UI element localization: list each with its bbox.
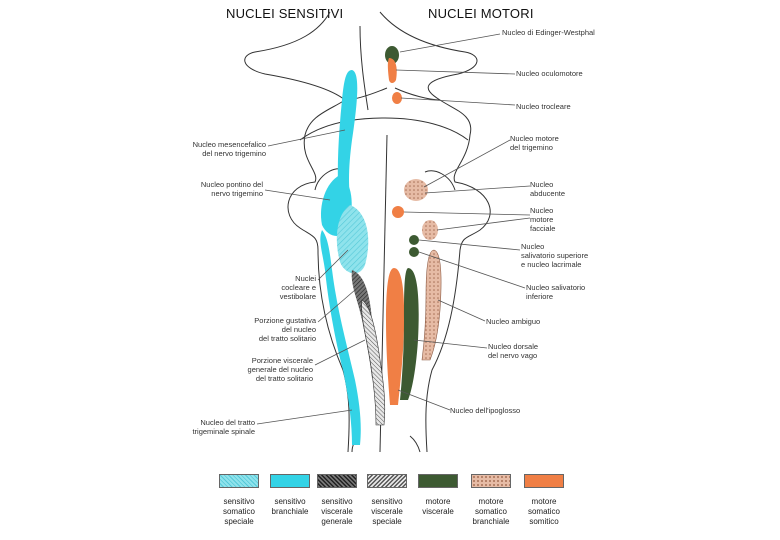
label-spinal-trigeminal: Nucleo del tratto trigeminale spinale bbox=[192, 418, 255, 436]
label-salivatory-inferior: Nucleo salivatorio inferiore bbox=[526, 283, 586, 301]
label-trigeminal-motor: Nucleo motore del trigemino bbox=[510, 134, 559, 152]
label-mesencephalic: Nucleo mesencefalico del nervo trigemino bbox=[192, 140, 266, 158]
legend-label: sensitivo branchiale bbox=[271, 497, 309, 516]
cochlear-vestibular-nuclei bbox=[336, 205, 369, 274]
oculomotor-nucleus bbox=[387, 58, 397, 83]
label-pontine: Nucleo pontino del nervo trigemino bbox=[200, 180, 263, 198]
leader-lines bbox=[256, 33, 531, 425]
legend-label: motore somatico branchiale bbox=[472, 497, 510, 526]
legend-swatch bbox=[219, 474, 259, 488]
legend-special-somatic-sensory: sensitivo somatico speciale bbox=[208, 474, 270, 527]
label-hypoglossal: Nucleo dell'ipoglosso bbox=[450, 406, 521, 415]
legend-visceral-motor: motore viscerale bbox=[407, 474, 469, 517]
header-motor-nuclei: NUCLEI MOTORI bbox=[428, 6, 534, 21]
legend-label: motore viscerale bbox=[422, 497, 454, 516]
label-cochlear-vestibular: Nuclei cocleare e vestibolare bbox=[279, 274, 316, 301]
label-visceral-general: Porzione viscerale generale del nucleo d… bbox=[247, 356, 313, 383]
legend-label: sensitivo viscerale speciale bbox=[371, 497, 403, 526]
legend-branchial-sensory: sensitivo branchiale bbox=[259, 474, 321, 517]
label-edinger-westphal: Nucleo di Edinger-Westphal bbox=[502, 28, 595, 37]
spinal-trigeminal-nucleus bbox=[320, 230, 361, 445]
label-salivatory-superior: Nucleo salivatorio superiore e nucleo la… bbox=[521, 242, 589, 269]
legend-swatch bbox=[367, 474, 407, 488]
mesencephalic-trigeminal-nucleus bbox=[337, 70, 358, 210]
legend-label: motore somatico somitico bbox=[527, 497, 560, 526]
label-ambiguus: Nucleo ambiguo bbox=[486, 317, 541, 326]
header-sensory-nuclei: NUCLEI SENSITIVI bbox=[226, 6, 344, 21]
trigeminal-motor-nucleus bbox=[404, 179, 428, 201]
label-abducens: Nucleo abducente bbox=[530, 180, 566, 198]
trochlear-nucleus bbox=[392, 92, 402, 104]
solitary-tract-visceral-portion bbox=[361, 299, 386, 426]
legend-swatch bbox=[471, 474, 511, 488]
legend-swatch bbox=[418, 474, 458, 488]
label-facial-motor: Nucleo motore facciale bbox=[530, 206, 556, 233]
nucleus-ambiguus bbox=[421, 249, 442, 361]
facial-motor-nucleus bbox=[422, 220, 438, 240]
legend-label: sensitivo somatico speciale bbox=[222, 497, 255, 526]
legend-swatch bbox=[317, 474, 357, 488]
legend-label: sensitivo viscerale generale bbox=[321, 497, 353, 526]
dorsal-vagal-nucleus bbox=[400, 268, 419, 400]
label-oculomotor: Nucleo oculomotore bbox=[516, 69, 583, 78]
legend-swatch bbox=[524, 474, 564, 488]
superior-salivatory-nucleus bbox=[409, 235, 419, 245]
legend-general-visceral-sensory: sensitivo viscerale generale bbox=[306, 474, 368, 527]
label-trochlear: Nucleo trocleare bbox=[516, 102, 571, 111]
legend-special-visceral-sensory: sensitivo viscerale speciale bbox=[356, 474, 418, 527]
label-gustatory: Porzione gustativa del nucleo del tratto… bbox=[254, 316, 316, 343]
label-dorsal-vagal: Nucleo dorsale del nervo vago bbox=[488, 342, 539, 360]
hypoglossal-nucleus bbox=[386, 268, 405, 405]
abducens-nucleus bbox=[392, 206, 404, 218]
legend-swatch bbox=[270, 474, 310, 488]
legend-branchial-somatic-motor: motore somatico branchiale bbox=[460, 474, 522, 527]
legend-somitic-somatic-motor: motore somatico somitico bbox=[513, 474, 575, 527]
inferior-salivatory-nucleus bbox=[409, 247, 419, 257]
